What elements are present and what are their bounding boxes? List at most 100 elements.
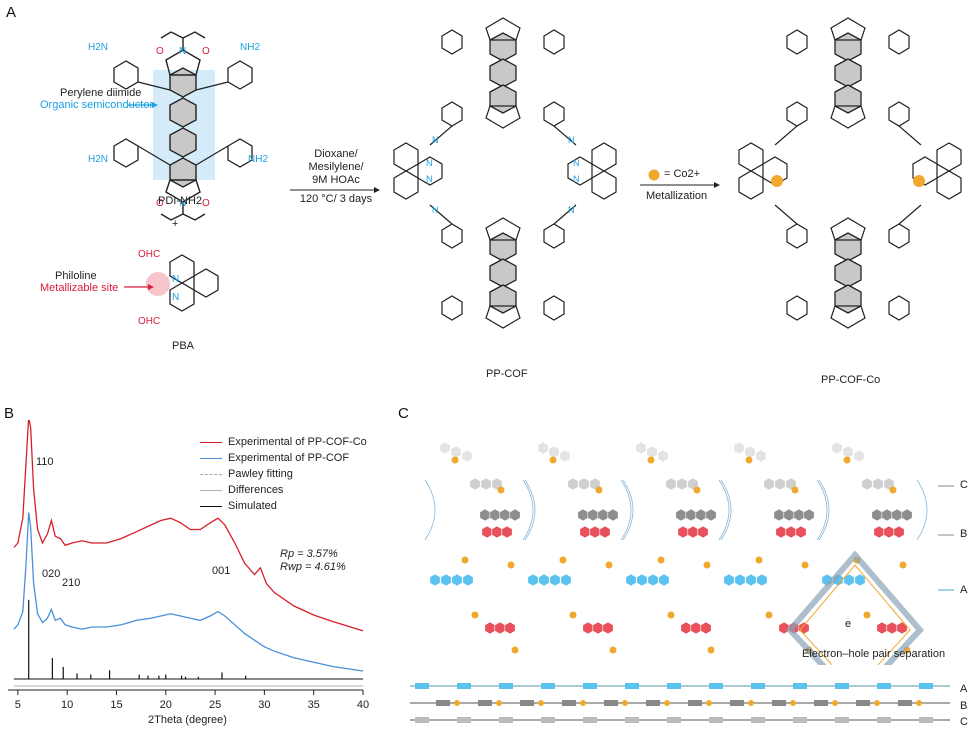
cobalt-atom (693, 486, 701, 494)
legend-swatch (200, 505, 222, 507)
hexagon (872, 477, 884, 491)
stack-unit (541, 717, 555, 723)
stack-unit (919, 683, 933, 689)
x-tick-label: 40 (357, 699, 369, 711)
stack-unit (814, 700, 828, 706)
cobalt-atom (706, 700, 712, 706)
hexagon (567, 477, 579, 491)
stack-unit (856, 700, 870, 706)
hexagon (560, 573, 572, 587)
cobalt-atom (507, 561, 515, 569)
svg-text:N: N (573, 158, 580, 168)
stack-unit (625, 717, 639, 723)
hexagon (853, 449, 865, 463)
aba-stacking-diagram (424, 441, 928, 665)
hexagon (773, 508, 785, 522)
hexagon (886, 621, 898, 635)
stack-unit (835, 683, 849, 689)
hexagon (494, 621, 506, 635)
legend-label: Simulated (228, 500, 277, 512)
cobalt-atom (707, 646, 715, 654)
stack-unit (919, 717, 933, 723)
legend-swatch (200, 457, 222, 459)
hexagon (843, 573, 855, 587)
hexagon (733, 441, 745, 455)
hexagon (578, 477, 590, 491)
stack-unit (646, 700, 660, 706)
hexagon (763, 477, 775, 491)
amine-label: NH2 (248, 154, 268, 165)
o-atom: O (202, 46, 210, 57)
hexagon (549, 573, 561, 587)
stack-unit (688, 700, 702, 706)
panel-c-letter: C (398, 405, 409, 422)
cobalt-atom (863, 611, 871, 619)
cobalt-atom (454, 700, 460, 706)
stack-unit (667, 717, 681, 723)
cobalt-atom (451, 456, 459, 464)
reaction-arrow-icon (290, 187, 380, 193)
condition-line: Dioxane/ (314, 148, 358, 160)
stack-unit (583, 683, 597, 689)
legend-entry: Experimental of PP-COF (200, 450, 367, 466)
cobalt-atom (745, 456, 753, 464)
hexagon (646, 445, 658, 459)
hexagon (589, 525, 601, 539)
svg-text:N: N (172, 274, 179, 285)
hexagon (489, 508, 501, 522)
amine-label: NH2 (240, 42, 260, 53)
cobalt-atom (657, 556, 665, 564)
hexagon (883, 525, 895, 539)
linker (424, 479, 536, 541)
hexagon (647, 573, 659, 587)
legend-label: Experimental of PP-COF (228, 452, 350, 464)
cobalt-atom (580, 700, 586, 706)
legend-entry: Experimental of PP-COF-Co (200, 434, 367, 450)
x-tick-label: 20 (160, 699, 172, 711)
peak-label-210: 210 (62, 577, 81, 589)
cobalt-atom (790, 700, 796, 706)
hexagon (793, 508, 805, 522)
series-line-1 (13, 512, 364, 672)
hexagon (481, 525, 493, 539)
cobalt-atom (801, 561, 809, 569)
stack-unit (793, 717, 807, 723)
stack-unit (625, 683, 639, 689)
amine-label: H2N (88, 154, 108, 165)
hexagon (795, 525, 807, 539)
cobalt-atom (791, 486, 799, 494)
hexagon (871, 508, 883, 522)
layer-label-a: A (960, 584, 968, 596)
hexagon (462, 573, 474, 587)
hexagon (469, 477, 481, 491)
hexagon (527, 573, 539, 587)
linker (718, 479, 830, 541)
hexagon (876, 621, 888, 635)
rwp-value: Rwp = 4.61% (280, 561, 346, 573)
o-atom: O (156, 46, 164, 57)
cobalt-atom (843, 456, 851, 464)
cobalt-dot-icon (648, 169, 660, 181)
stack-unit (751, 717, 765, 723)
hexagon (509, 508, 521, 522)
hexagon (658, 573, 670, 587)
hexagon (891, 508, 903, 522)
hexagon (745, 573, 757, 587)
linker (522, 479, 634, 541)
cobalt-atom (622, 700, 628, 706)
cobalt-atom (497, 486, 505, 494)
hexagon (657, 449, 669, 463)
linker (620, 479, 732, 541)
cobalt-atom (765, 611, 773, 619)
series-line-0 (13, 420, 364, 632)
o-atom: O (202, 198, 210, 209)
hexagon (607, 508, 619, 522)
peak-label-001: 001 (212, 565, 231, 577)
stack-unit (499, 683, 513, 689)
hexagon (705, 508, 717, 522)
hexagon (636, 573, 648, 587)
hexagon (881, 508, 893, 522)
panel-b-letter: B (4, 405, 15, 422)
hexagon (775, 525, 787, 539)
